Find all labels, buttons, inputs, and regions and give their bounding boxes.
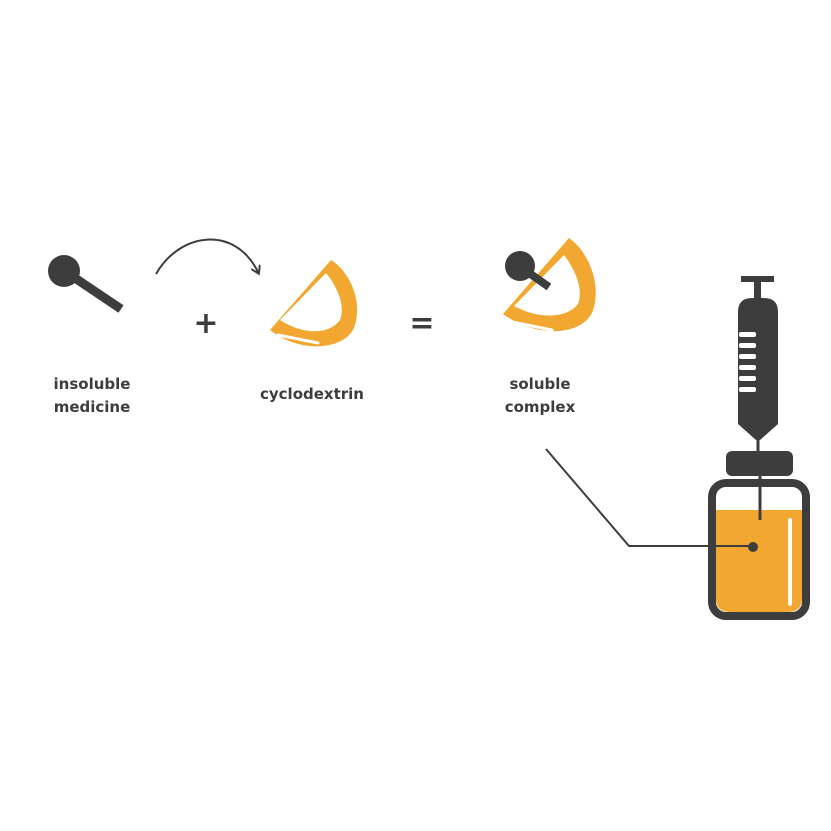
medicine-label: insoluble medicine bbox=[42, 373, 142, 419]
curved-arrow-icon bbox=[155, 238, 258, 274]
complex-label-line-1: soluble bbox=[509, 375, 571, 393]
vial-icon bbox=[708, 451, 810, 620]
medicine-molecule-icon bbox=[48, 255, 124, 313]
equals-sign: = bbox=[409, 306, 435, 341]
cyclodextrin-label: cyclodextrin bbox=[252, 383, 372, 406]
medicine-label-line-2: medicine bbox=[53, 398, 131, 416]
callout-line bbox=[545, 448, 753, 547]
plus-sign: + bbox=[193, 306, 219, 341]
complex-label: soluble complex bbox=[490, 373, 590, 419]
soluble-complex-icon bbox=[503, 238, 596, 332]
complex-label-line-2: complex bbox=[504, 398, 576, 416]
syringe-icon bbox=[738, 276, 778, 452]
medicine-label-line-1: insoluble bbox=[53, 375, 131, 393]
cyclodextrin-bowl-icon bbox=[270, 260, 358, 347]
cyclodextrin-label-text: cyclodextrin bbox=[260, 385, 364, 403]
